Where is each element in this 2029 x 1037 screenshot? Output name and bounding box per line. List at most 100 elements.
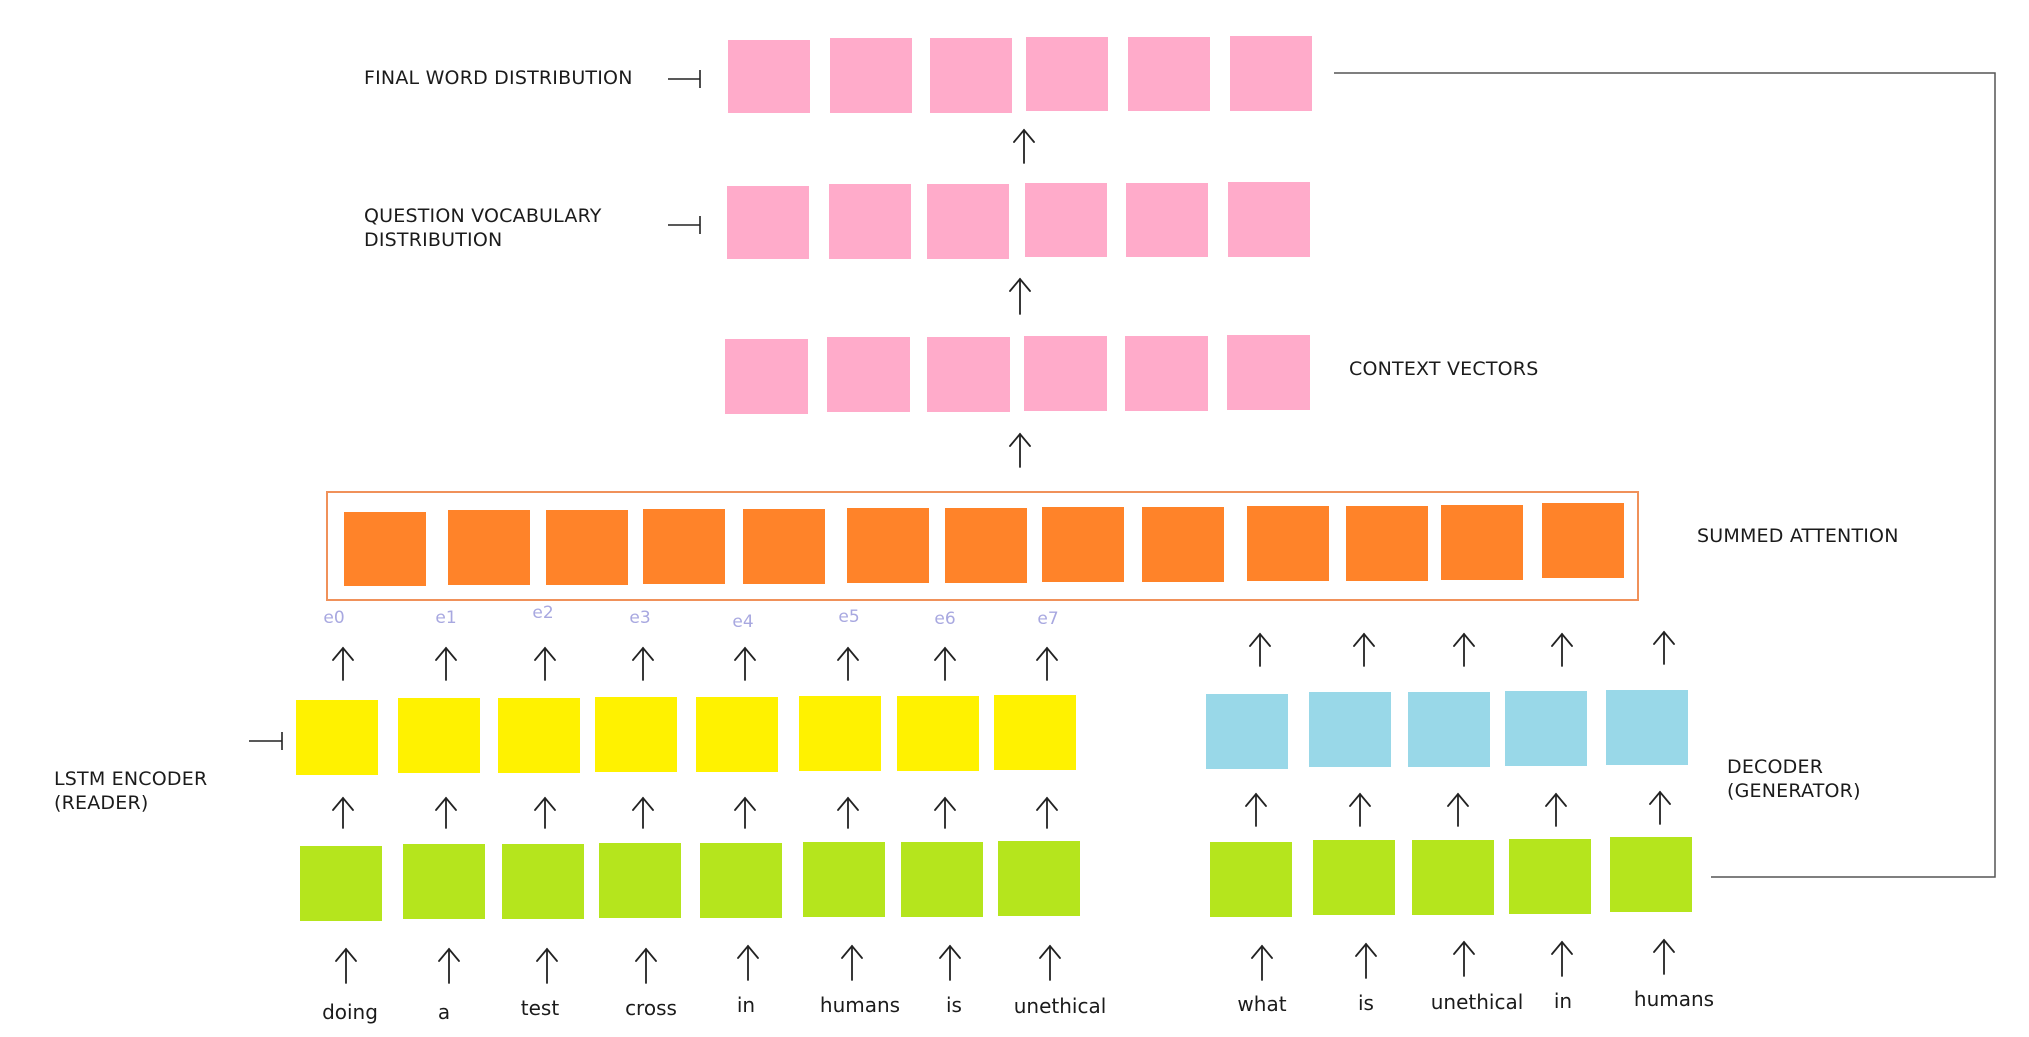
attention-cell [643,509,725,584]
up-arrow-icon [335,947,357,984]
feedback-connector [1334,72,1996,878]
encoder-hidden-cell [398,698,480,773]
attention-cell [1542,503,1624,578]
encoder-hidden-cell [897,696,979,771]
up-arrow-icon [632,796,654,829]
up-arrow-icon [435,646,457,681]
question-vocab-distribution-row [727,182,1310,259]
up-arrow-icon [332,646,354,681]
encoder-state-label: e6 [934,609,956,629]
up-arrow-icon [1349,792,1371,827]
up-arrow-icon [435,796,457,829]
up-arrow-icon [841,944,863,981]
up-arrow-icon [1653,630,1675,665]
decoder-embedding-cell [1313,840,1395,915]
up-arrow-icon [1036,796,1058,829]
final-word-distribution-row [728,36,1312,113]
decoder-hidden-cell [1606,690,1688,765]
summed-attention-label: SUMMED ATTENTION [1697,525,1899,547]
up-arrow-icon [934,796,956,829]
up-arrow-icon [1013,128,1035,164]
attention-cell [344,512,426,586]
context-vectors-row [725,335,1310,414]
side-arrows [249,70,701,750]
up-arrow-icon [1551,632,1573,667]
encoder-embedding-cell [599,843,681,918]
up-arrow-icon [1249,632,1271,667]
encoder-word: humans [819,993,901,1017]
attention-cell [1346,506,1428,581]
up-arrow-icon [1551,940,1573,977]
decoder-hidden-cell [1206,694,1288,769]
encoder-embedding-cell [502,844,584,919]
encoder-state-label: e1 [435,608,457,628]
context-vector-cell [1227,335,1310,410]
final-dist-cell [1128,37,1210,111]
decoder-embedding-cell [1412,840,1494,915]
encoder-state-label: e7 [1037,609,1059,629]
attention-cell [945,508,1027,583]
context-vector-cell [1024,336,1107,411]
encoder-state-label: e0 [323,608,345,628]
attention-cell [1042,507,1124,582]
decoder-word: what [1237,992,1287,1016]
up-arrow-icon [534,646,556,681]
decoder-line2: (GENERATOR) [1727,780,1861,802]
up-arrow-icon [1453,632,1475,667]
encoder-word: cross [625,996,677,1020]
encoder-embedding-cell [901,842,983,917]
decoder-embedding-row [1210,837,1692,917]
attention-cell [1142,507,1224,582]
decoder-embedding-cell [1610,837,1692,912]
encoder-hidden-cell [799,696,881,771]
up-arrow-icon [837,646,859,681]
context-vector-cell [827,337,910,412]
question-dist-cell [1025,183,1107,257]
summed-attention-row [344,503,1624,586]
final-dist-cell [1026,37,1108,111]
encoder-embedding-cell [300,846,382,921]
attention-cell [743,509,825,584]
up-arrow-icon [536,947,558,984]
encoder-state-label: e2 [532,603,554,623]
up-arrow-icon [1649,790,1671,825]
decoder-line1: DECODER [1727,756,1824,778]
encoder-embedding-row [300,841,1080,921]
encoder-word: unethical [1013,994,1107,1018]
decoder-hidden-row [1206,690,1688,769]
up-arrow-icon [1545,792,1567,827]
encoder-word: test [520,996,560,1020]
up-arrow-icon [1355,942,1377,979]
up-arrow-icon [1251,944,1273,981]
question-dist-cell [1126,183,1208,257]
up-arrow-icon [1039,944,1061,981]
up-arrow-icon [1245,792,1267,827]
up-arrow-icon [632,646,654,681]
context-vector-cell [1125,336,1208,411]
question-dist-cell [829,184,911,259]
decoder-embedding-cell [1210,842,1292,917]
encoder-line1: LSTM ENCODER [54,768,208,790]
attention-cell [847,508,929,583]
up-arrow-icon [332,796,354,829]
encoder-label: LSTM ENCODER (READER) [54,767,207,815]
up-arrow-icon [934,646,956,681]
encoder-embedding-cell [803,842,885,917]
encoder-hidden-row [296,695,1076,775]
context-vector-cell [725,339,808,414]
encoder-embedding-cell [700,843,782,918]
decoder-hidden-cell [1408,692,1490,767]
up-arrow-icon [939,944,961,981]
up-arrow-icon [1009,432,1031,468]
question-dist-cell [1228,182,1310,257]
summed-attention-border [326,491,1639,601]
encoder-word: in [736,993,756,1017]
encoder-embedding-cell [998,841,1080,916]
up-arrow-icon [1447,792,1469,827]
attention-cell [448,510,530,585]
up-arrow-icon [534,796,556,829]
encoder-hidden-cell [595,697,677,772]
final-dist-cell [830,38,912,113]
up-arrows [332,128,1675,984]
